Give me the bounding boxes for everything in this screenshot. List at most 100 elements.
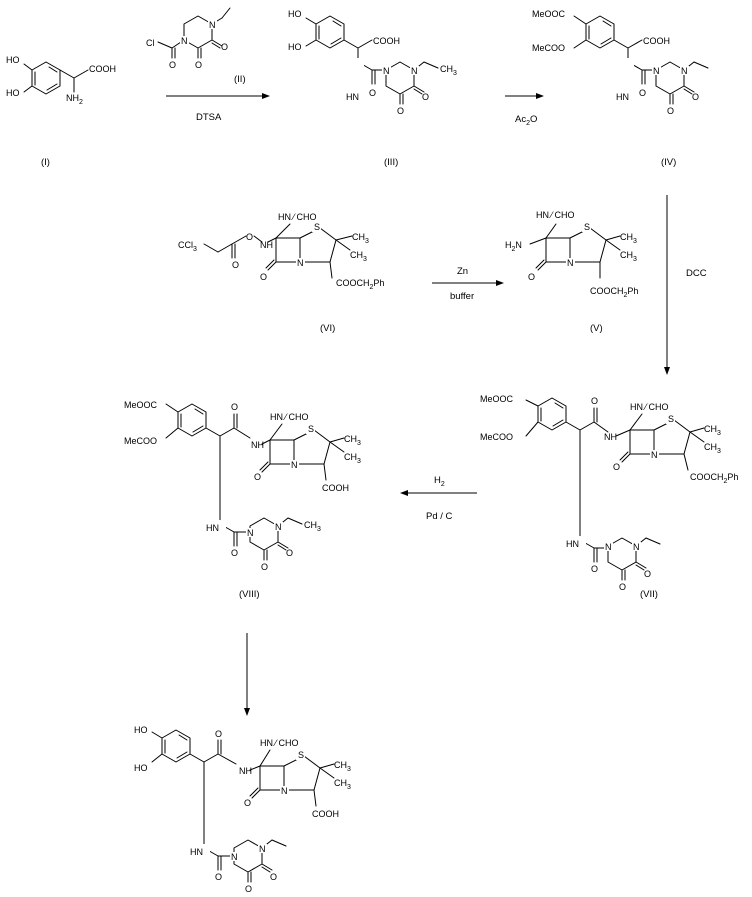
ester-label: MeCOO bbox=[532, 43, 565, 53]
reagent-above-5: H2 bbox=[434, 475, 445, 488]
compound-I: HO HO COOH NH2 (I) bbox=[6, 55, 116, 168]
oxygen-label: O bbox=[215, 872, 222, 882]
reagent-below-4: buffer bbox=[450, 291, 474, 302]
oxygen-label: O bbox=[613, 462, 620, 472]
carboxyl-label: COOH bbox=[312, 809, 339, 819]
hydroxyl-label: HO bbox=[288, 9, 302, 19]
nh-label: HN bbox=[190, 847, 203, 857]
compound-label-VI: (VI) bbox=[320, 323, 335, 334]
chlorine-label: Cl bbox=[146, 38, 155, 48]
compound-label-IV: (IV) bbox=[661, 157, 676, 168]
nitrogen-label: N bbox=[259, 844, 266, 854]
carboxyl-label: COOH bbox=[373, 36, 400, 46]
nitrogen-label: N bbox=[605, 542, 612, 552]
methyl-label: CH3 bbox=[350, 250, 367, 263]
nitrogen-label: N bbox=[209, 20, 216, 30]
reaction-arrow-3: DCC bbox=[664, 195, 707, 375]
nh-label: NH bbox=[251, 440, 264, 450]
hydroxyl-label: HO bbox=[6, 55, 20, 65]
compound-label-II: (II) bbox=[234, 74, 246, 85]
oxygen-label: O bbox=[260, 272, 267, 282]
sulfur-label: S bbox=[308, 424, 314, 434]
compound-label-VIII: (VIII) bbox=[239, 589, 260, 600]
nh-label: HN bbox=[566, 539, 579, 549]
methyl-label: CH3 bbox=[704, 442, 721, 455]
nhcho-label: HN⁄CHO bbox=[630, 402, 669, 412]
nitrogen-label: N bbox=[231, 852, 238, 862]
sulfur-label: S bbox=[298, 750, 304, 760]
compound-VII: MeOOC MeCOO O NH HN⁄CHO S N O CH3 CH3 CO… bbox=[480, 394, 738, 600]
compound-V: HN⁄CHO H2N S N O CH3 CH3 COOCH2Ph (V) bbox=[505, 210, 638, 334]
oxygen-label: O bbox=[644, 569, 651, 579]
reagent-below-5: Pd / C bbox=[426, 511, 453, 522]
hydroxyl-label: HO bbox=[6, 88, 20, 98]
benzyl-ester-label: COOCH2Ph bbox=[336, 278, 384, 291]
nitrogen-label: N bbox=[653, 66, 660, 76]
oxygen-label: O bbox=[221, 42, 228, 52]
oxygen-label: O bbox=[231, 402, 238, 412]
nitrogen-label: N bbox=[275, 522, 282, 532]
methyl-label: CH3 bbox=[304, 520, 321, 533]
compound-VI: CCl3 O O NH HN⁄CHO S N O CH3 CH3 COOCH2P… bbox=[178, 212, 384, 334]
oxygen-label: O bbox=[245, 884, 252, 894]
nhcho-label: HN⁄CHO bbox=[536, 210, 575, 220]
oxygen-label: O bbox=[667, 106, 674, 116]
sulfur-label: S bbox=[668, 414, 674, 424]
ester-label: MeOOC bbox=[124, 400, 158, 410]
nitrogen-label: N bbox=[567, 258, 574, 268]
methyl-label: CH3 bbox=[620, 250, 637, 263]
ester-label: MeOOC bbox=[480, 394, 514, 404]
nhcho-label: HN⁄CHO bbox=[260, 738, 299, 748]
oxygen-label: O bbox=[591, 396, 598, 406]
oxygen-label: O bbox=[528, 272, 535, 282]
reaction-arrow-5: H2 Pd / C bbox=[400, 475, 477, 522]
oxygen-label: O bbox=[254, 472, 261, 482]
nhcho-label: HN⁄CHO bbox=[270, 412, 309, 422]
hydroxyl-label: HO bbox=[134, 725, 148, 735]
amine-label: NH2 bbox=[66, 93, 83, 106]
benzyl-ester-label: COOCH2Ph bbox=[590, 286, 638, 299]
oxygen-label: O bbox=[397, 106, 404, 116]
reagent-above-4: Zn bbox=[457, 266, 468, 277]
oxygen-label: O bbox=[286, 548, 293, 558]
nh-label: NH bbox=[260, 240, 273, 250]
oxygen-label: O bbox=[270, 872, 277, 882]
oxygen-label: O bbox=[692, 92, 699, 102]
benzyl-ester-label: COOCH2Ph bbox=[690, 472, 738, 485]
compound-label-I: (I) bbox=[41, 157, 50, 168]
sulfur-label: S bbox=[584, 222, 590, 232]
trichloromethyl-label: CCl3 bbox=[178, 240, 197, 253]
compound-IV: MeOOC MeCOO COOH HN N N O O O (IV) bbox=[532, 9, 709, 168]
nitrogen-label: N bbox=[281, 786, 288, 796]
reagent-below-2: Ac2O bbox=[515, 114, 537, 127]
oxygen-label: O bbox=[422, 92, 429, 102]
nitrogen-label: N bbox=[651, 450, 658, 460]
nh-label: NH bbox=[604, 432, 617, 442]
methyl-label: CH3 bbox=[334, 778, 351, 791]
nh-label: NH bbox=[239, 766, 252, 776]
oxygen-label: O bbox=[246, 232, 253, 242]
oxygen-label: O bbox=[169, 60, 176, 70]
nitrogen-label: N bbox=[411, 66, 418, 76]
nitrogen-label: N bbox=[297, 258, 304, 268]
nitrogen-label: N bbox=[247, 528, 254, 538]
oxygen-label: O bbox=[261, 562, 268, 572]
methyl-label: CH3 bbox=[440, 64, 457, 77]
hydroxyl-label: HO bbox=[288, 42, 302, 52]
nitrogen-label: N bbox=[633, 542, 640, 552]
reagent-3: DCC bbox=[686, 268, 707, 279]
carboxyl-label: COOH bbox=[322, 483, 349, 493]
oxygen-label: O bbox=[591, 564, 598, 574]
nitrogen-label: N bbox=[291, 460, 298, 470]
oxygen-label: O bbox=[244, 798, 251, 808]
oxygen-label: O bbox=[639, 88, 646, 98]
reagent-below-1: DTSA bbox=[196, 112, 222, 123]
carboxyl-label: COOH bbox=[89, 64, 116, 74]
ester-label: MeOOC bbox=[532, 9, 566, 19]
nitrogen-label: N bbox=[181, 36, 188, 46]
compound-VIII: MeOOC MeCOO O NH HN⁄CHO S N O CH3 CH3 CO… bbox=[124, 400, 361, 600]
nh-label: HN bbox=[616, 92, 629, 102]
ester-label: MeCOO bbox=[124, 436, 157, 446]
compound-II: N N Cl O O O (II) bbox=[146, 7, 246, 85]
